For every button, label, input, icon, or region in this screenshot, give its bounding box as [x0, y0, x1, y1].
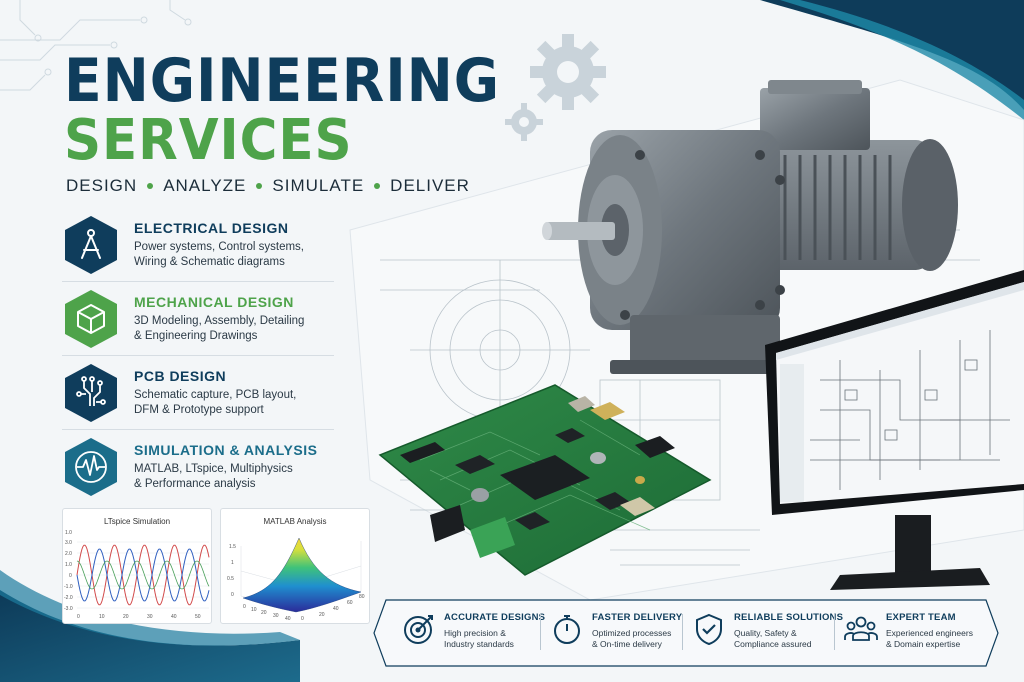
services-list: ELECTRICAL DESIGN Power systems, Control…	[62, 208, 334, 504]
tagline-item: ANALYZE	[163, 176, 247, 195]
svg-text:0: 0	[77, 614, 80, 620]
svg-text:-2.0: -2.0	[64, 595, 73, 601]
svg-text:20: 20	[319, 612, 325, 618]
service-simulation-analysis: SIMULATION & ANALYSIS MATLAB, LTspice, M…	[62, 430, 334, 504]
benefit-description: Optimized processes& On-time delivery	[592, 628, 672, 649]
svg-text:1.0: 1.0	[65, 530, 72, 536]
stopwatch-icon	[554, 615, 580, 644]
benefit-accurate-designs: ACCURATE DESIGNS High precision &Industr…	[402, 612, 545, 650]
gear-motor-illustration	[542, 80, 958, 374]
svg-text:-1.0: -1.0	[64, 584, 73, 590]
divider	[540, 614, 541, 650]
tagline-item: DESIGN	[66, 176, 138, 195]
chart-title: MATLAB Analysis	[263, 517, 327, 526]
svg-text:30: 30	[273, 613, 279, 619]
service-mechanical-design: MECHANICAL DESIGN 3D Modeling, Assembly,…	[62, 282, 334, 356]
benefit-reliable-solutions: RELIABLE SOLUTIONS Quality, Safety &Comp…	[692, 612, 843, 650]
circuit-icon	[62, 362, 120, 424]
benefit-title: ACCURATE DESIGNS	[444, 612, 546, 623]
benefit-description: High precision &Industry standards	[444, 628, 514, 649]
cube-icon	[62, 288, 120, 350]
service-title: ELECTRICAL DESIGN	[134, 219, 289, 236]
svg-text:60: 60	[347, 600, 353, 606]
service-description: 3D Modeling, Assembly, Detailing& Engine…	[134, 314, 305, 342]
monitor-illustration	[765, 270, 1024, 590]
matlab-surface-plot: 1.5 1 0.5 0 0 10 20 30 40 0 20 40 60 80	[227, 537, 365, 622]
svg-text:-3.0: -3.0	[64, 606, 73, 612]
svg-text:40: 40	[333, 606, 339, 612]
svg-text:0: 0	[243, 604, 246, 610]
svg-text:80: 80	[359, 594, 365, 600]
green-series-line	[76, 560, 210, 590]
svg-text:30: 30	[147, 614, 153, 620]
page-title-line2: SERVICES	[64, 108, 353, 173]
svg-text:2.0: 2.0	[65, 551, 72, 557]
bullet-dot	[374, 183, 381, 189]
waveform-icon	[62, 436, 120, 498]
tagline: DESIGN ANALYZE SIMULATE DELIVER	[66, 176, 470, 196]
benefit-title: EXPERT TEAM	[886, 612, 956, 623]
svg-text:0.5: 0.5	[227, 576, 234, 582]
target-icon	[404, 615, 433, 644]
service-description: Schematic capture, PCB layout,DFM & Prot…	[134, 388, 297, 416]
benefit-description: Experienced engineers& Domain expertise	[886, 628, 973, 649]
compass-icon	[62, 214, 120, 276]
blue-series-line	[76, 548, 210, 602]
bullet-dot	[147, 183, 154, 189]
service-title: PCB DESIGN	[134, 367, 227, 384]
tagline-item: DELIVER	[390, 176, 470, 195]
tagline-item: SIMULATE	[272, 176, 365, 195]
chart-title: LTspice Simulation	[103, 517, 171, 526]
service-pcb-design: PCB DESIGN Schematic capture, PCB layout…	[62, 356, 334, 430]
svg-text:1: 1	[231, 560, 234, 566]
divider	[682, 614, 683, 650]
shield-check-icon	[696, 613, 722, 646]
service-title: SIMULATION & ANALYSIS	[134, 442, 318, 458]
matlab-chart: MATLAB Analysis 1.5 1 0.5 0 0 10 20 30 4	[220, 508, 370, 624]
surface-mesh	[242, 537, 362, 613]
bullet-dot	[256, 183, 263, 189]
service-title: MECHANICAL DESIGN	[134, 293, 294, 310]
benefit-title: RELIABLE SOLUTIONS	[734, 612, 844, 623]
page-title-line1: ENGINEERING	[64, 46, 501, 116]
gear-icon	[505, 34, 606, 141]
svg-text:0: 0	[301, 616, 304, 622]
benefits-frame	[373, 599, 999, 667]
service-description: Power systems, Control systems,Wiring & …	[134, 240, 304, 268]
svg-text:20: 20	[261, 610, 267, 616]
svg-text:1.0: 1.0	[65, 562, 72, 568]
svg-text:10: 10	[99, 614, 105, 620]
benefit-expert-team: EXPERT TEAM Experienced engineers& Domai…	[844, 612, 973, 650]
svg-text:40: 40	[285, 616, 291, 622]
benefit-title: FASTER DELIVERY	[592, 612, 683, 623]
svg-text:0: 0	[231, 592, 234, 598]
svg-text:0: 0	[69, 573, 72, 579]
svg-text:1.5: 1.5	[229, 544, 236, 550]
red-series-line	[76, 544, 210, 606]
svg-text:20: 20	[123, 614, 129, 620]
ltspice-chart: LTspice Simulation 1.0 3.0 2.0 1.0 0 -1.…	[62, 508, 212, 624]
svg-text:40: 40	[171, 614, 177, 620]
benefit-description: Quality, Safety &Compliance assured	[734, 628, 812, 649]
benefits-bar: ACCURATE DESIGNS High precision &Industr…	[372, 598, 1000, 668]
divider	[834, 614, 835, 650]
service-electrical-design: ELECTRICAL DESIGN Power systems, Control…	[62, 208, 334, 282]
service-description: MATLAB, LTspice, Multiphysics& Performan…	[134, 463, 293, 490]
svg-text:10: 10	[251, 607, 257, 613]
benefit-faster-delivery: FASTER DELIVERY Optimized processes& On-…	[550, 612, 682, 650]
svg-text:3.0: 3.0	[65, 540, 72, 546]
team-icon	[844, 616, 878, 641]
pcb-board-illustration	[378, 384, 712, 576]
hero-illustration	[349, 79, 1024, 600]
svg-text:50: 50	[195, 614, 201, 620]
ltspice-plot: 1.0 3.0 2.0 1.0 0 -1.0 -2.0 -3.0 0 10 20…	[64, 530, 210, 620]
